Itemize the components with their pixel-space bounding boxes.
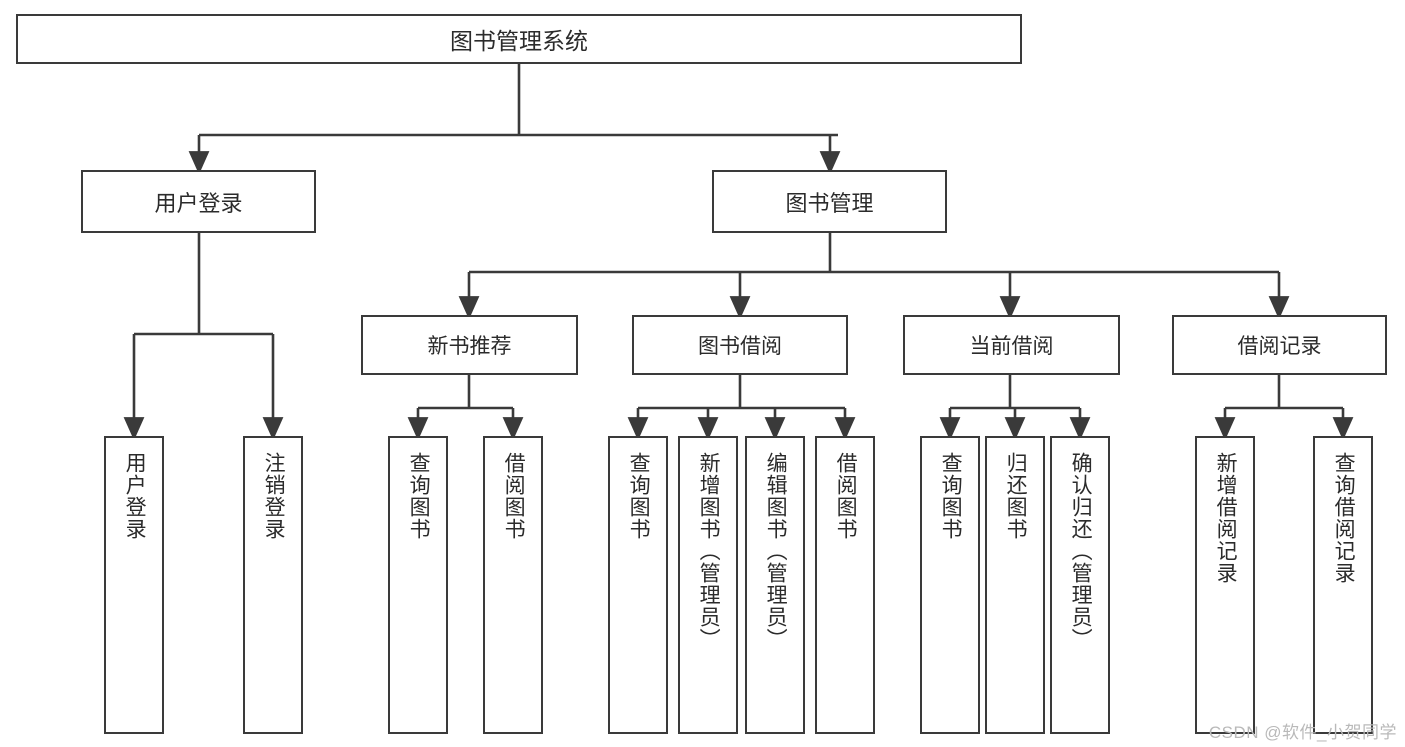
node-label: 新增借阅记录	[1214, 452, 1238, 584]
node-new-book-recommend[interactable]: 新书推荐	[361, 315, 578, 375]
node-label: 用户登录	[123, 452, 147, 540]
node-label: 当前借阅	[969, 335, 1054, 358]
node-leaf-add-book-admin[interactable]: 新增图书（管理员）	[678, 436, 738, 734]
node-leaf-query-book-current[interactable]: 查询图书	[920, 436, 980, 734]
node-leaf-user-login[interactable]: 用户登录	[104, 436, 164, 734]
node-label: 新书推荐	[427, 335, 512, 358]
node-leaf-borrow-book-newbook[interactable]: 借阅图书	[483, 436, 543, 734]
node-book-borrow[interactable]: 图书借阅	[632, 315, 848, 375]
node-book-management[interactable]: 图书管理	[712, 170, 947, 233]
node-label: 新增图书（管理员）	[697, 452, 721, 650]
node-current-borrow[interactable]: 当前借阅	[903, 315, 1120, 375]
node-root-book-management-system[interactable]: 图书管理系统	[16, 14, 1022, 64]
node-label: 借阅图书	[834, 452, 858, 540]
csdn-watermark: CSDN @软件_小贺同学	[1208, 723, 1397, 742]
node-leaf-logout[interactable]: 注销登录	[243, 436, 303, 734]
node-label: 图书借阅	[698, 335, 782, 358]
node-leaf-query-book-borrow[interactable]: 查询图书	[608, 436, 668, 734]
node-label: 注销登录	[262, 452, 286, 540]
node-label: 查询借阅记录	[1332, 452, 1356, 584]
node-label: 图书管理	[785, 190, 874, 216]
node-user-login[interactable]: 用户登录	[81, 170, 316, 233]
node-leaf-return-book[interactable]: 归还图书	[985, 436, 1045, 734]
node-leaf-query-borrow-record[interactable]: 查询借阅记录	[1313, 436, 1373, 734]
node-label: 归还图书	[1004, 452, 1028, 540]
node-leaf-confirm-return-admin[interactable]: 确认归还（管理员）	[1050, 436, 1110, 734]
node-label: 确认归还（管理员）	[1069, 452, 1093, 650]
node-leaf-add-borrow-record[interactable]: 新增借阅记录	[1195, 436, 1255, 734]
node-label: 借阅记录	[1237, 335, 1322, 358]
node-label: 查询图书	[627, 452, 651, 540]
node-label: 借阅图书	[502, 452, 526, 540]
node-label: 编辑图书（管理员）	[764, 452, 788, 650]
node-leaf-borrow-book[interactable]: 借阅图书	[815, 436, 875, 734]
node-label: 图书管理系统	[450, 28, 588, 54]
node-label: 用户登录	[154, 190, 243, 216]
node-leaf-edit-book-admin[interactable]: 编辑图书（管理员）	[745, 436, 805, 734]
node-label: 查询图书	[939, 452, 963, 540]
node-borrow-records[interactable]: 借阅记录	[1172, 315, 1387, 375]
node-label: 查询图书	[407, 452, 431, 540]
node-leaf-query-book-newbook[interactable]: 查询图书	[388, 436, 448, 734]
